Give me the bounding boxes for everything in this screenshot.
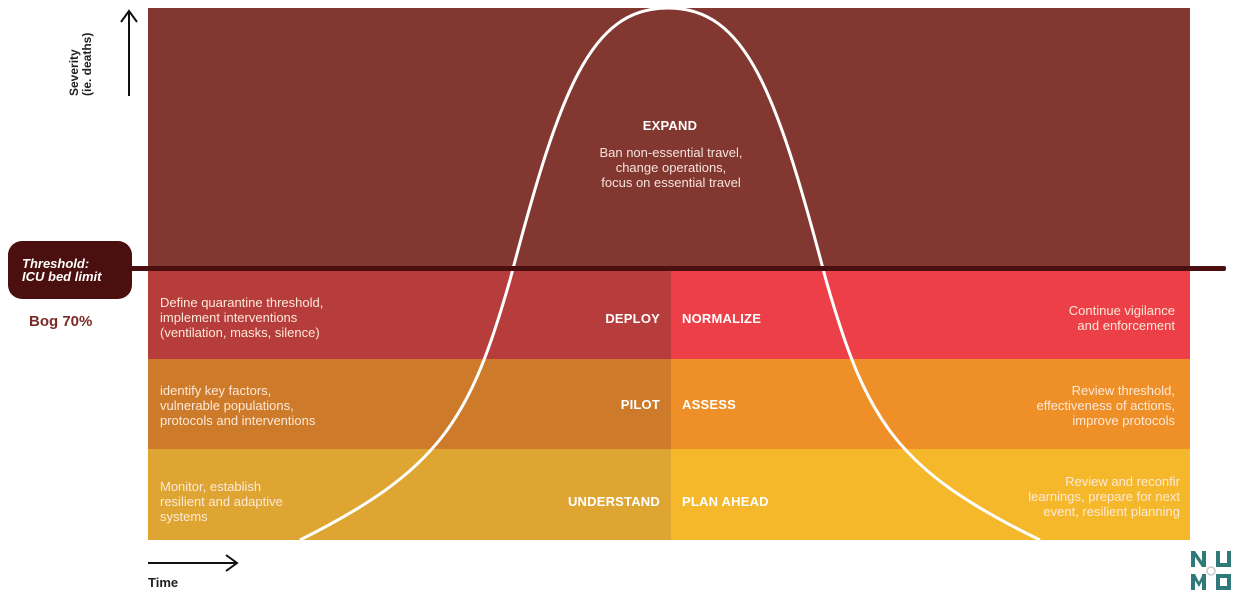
pilot-band: [148, 359, 671, 449]
understand-band: [148, 449, 671, 540]
severity-arrow-icon: [120, 9, 138, 96]
expand-title: EXPAND: [642, 118, 698, 133]
plan-ahead-label: PLAN AHEAD: [682, 494, 769, 509]
time-axis-label: Time: [148, 575, 179, 590]
deploy-description: Define quarantine threshold, implement i…: [160, 295, 324, 340]
plan-ahead-band: [671, 449, 1190, 540]
numo-logo-icon: [1191, 551, 1231, 590]
deploy-band: [148, 270, 671, 359]
bog-label: Bog 70%: [29, 313, 93, 330]
deploy-label: DEPLOY: [605, 311, 660, 326]
expand-description: Ban non-essential travel, change operati…: [599, 145, 743, 190]
threshold-line: [130, 266, 1226, 271]
pilot-description: identify key factors, vulnerable populat…: [160, 383, 316, 428]
pilot-label: PILOT: [620, 397, 660, 412]
assess-description: Review threshold, effectiveness of actio…: [1036, 383, 1175, 428]
threshold-label: Threshold: ICU bed limit: [22, 256, 102, 284]
bell-curve-line: [299, 6, 1041, 542]
plan-ahead-description: Review and reconfir learnings, prepare f…: [1028, 474, 1180, 519]
assess-band: [671, 359, 1190, 449]
normalize-label: NORMALIZE: [682, 311, 762, 326]
understand-description: Monitor, establish resilient and adaptiv…: [160, 479, 283, 524]
understand-label: UNDERSTAND: [567, 494, 660, 509]
threshold-badge: [8, 241, 132, 299]
expand-zone: [148, 8, 1190, 270]
time-arrow-icon: [148, 554, 239, 572]
normalize-band: [671, 270, 1190, 359]
normalize-description: Continue vigilance and enforcement: [1068, 303, 1175, 333]
assess-label: ASSESS: [682, 397, 736, 412]
